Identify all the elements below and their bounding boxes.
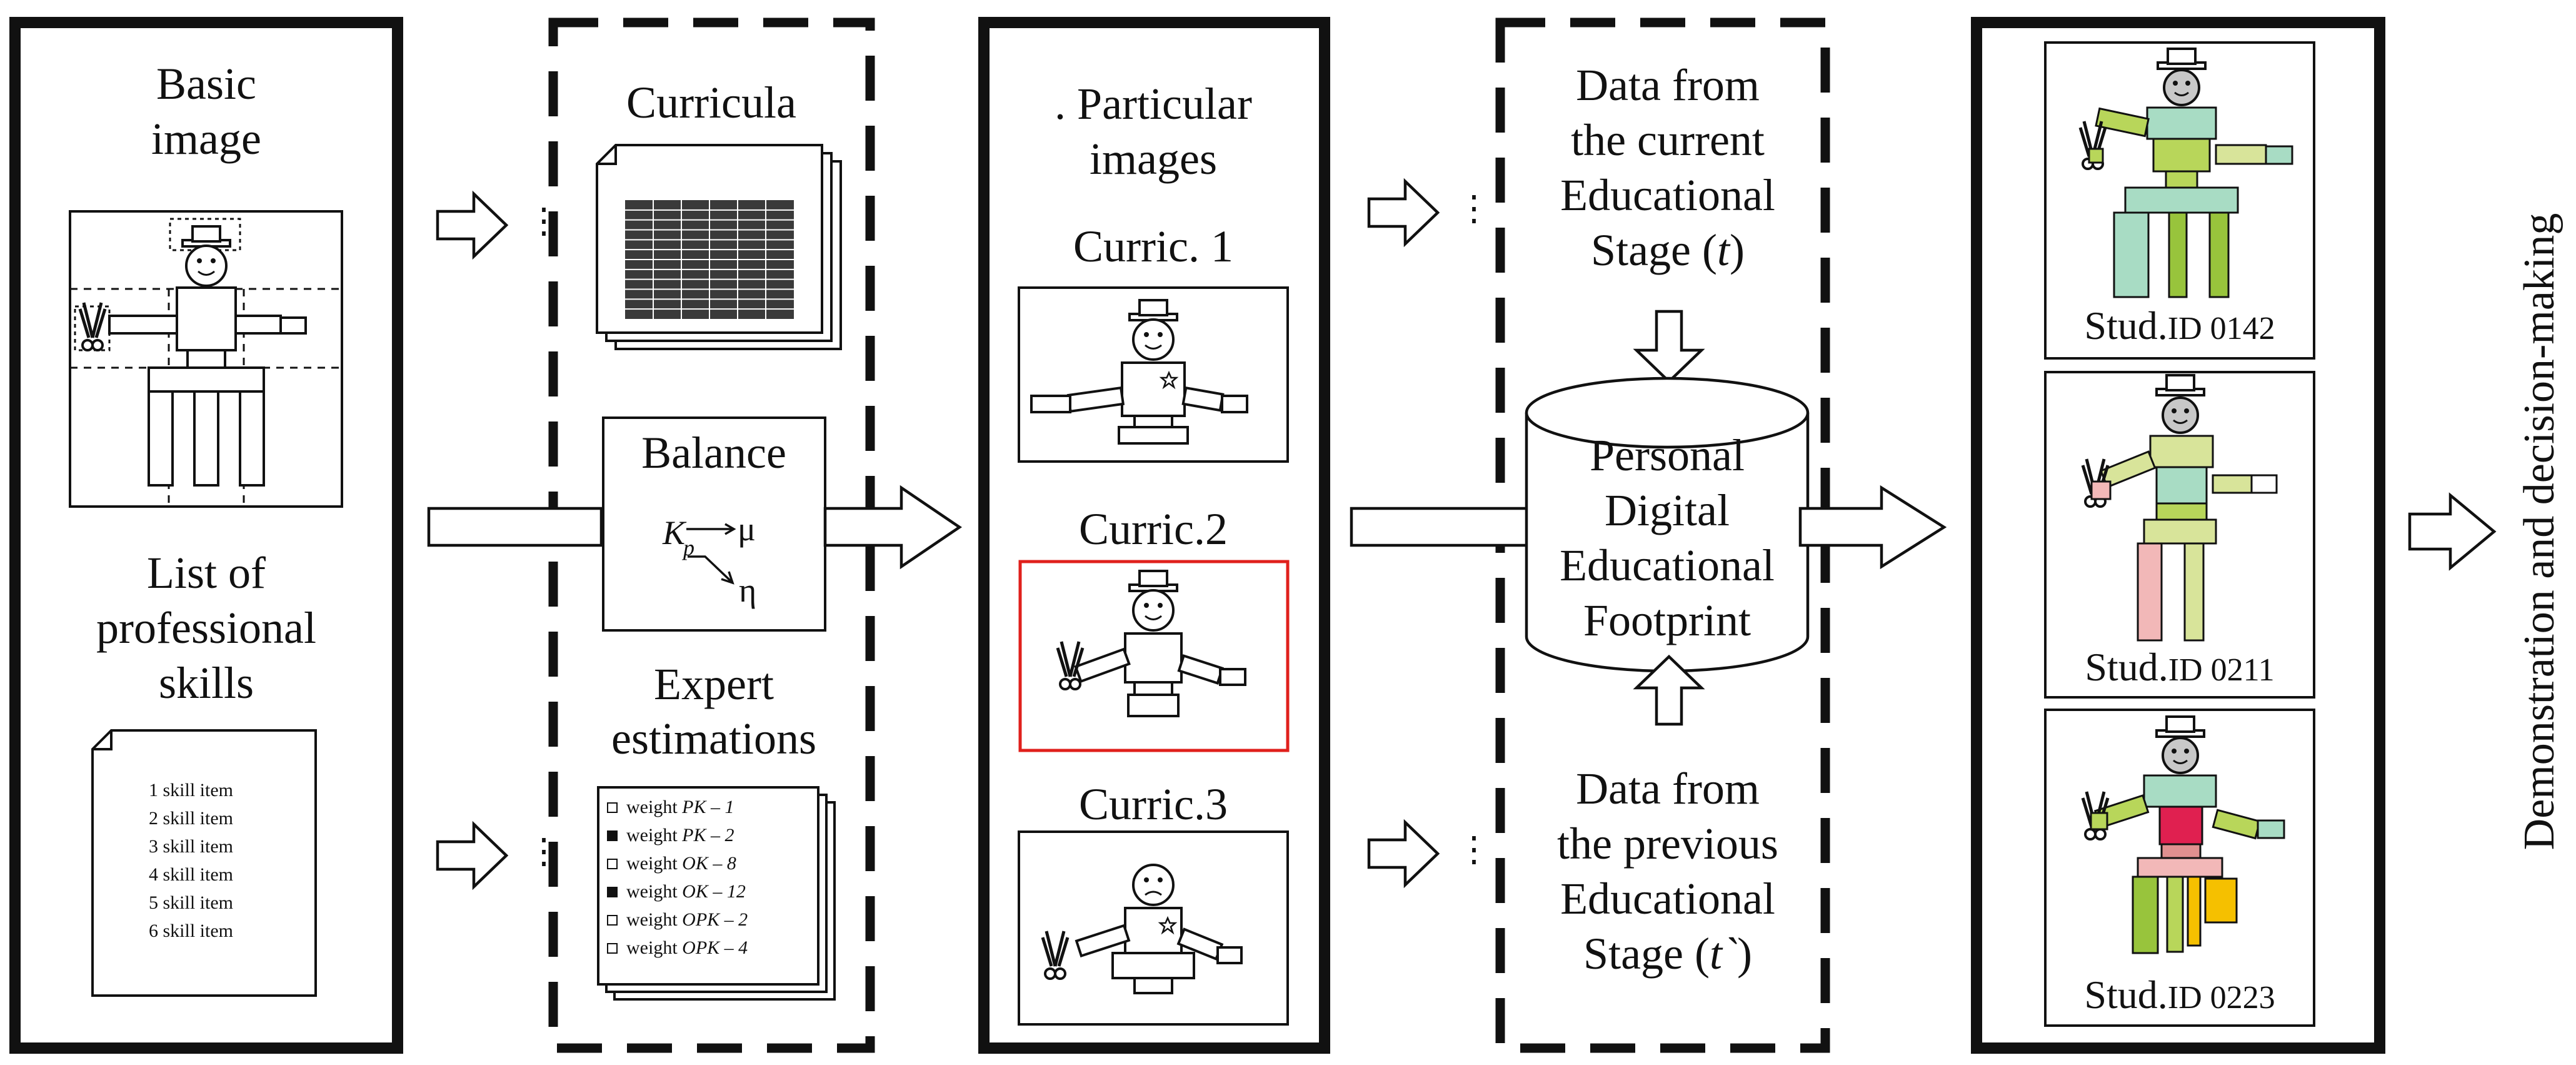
curric-2-label: Curric.2	[1079, 504, 1228, 554]
svg-text:⋮: ⋮	[1456, 830, 1491, 869]
panel-students	[1971, 17, 2385, 1054]
formula-eta: η	[739, 572, 756, 609]
student-label-0142: Stud.ID 0142	[2084, 303, 2275, 348]
db-label-1: Personal	[1590, 430, 1745, 480]
previous-data-line-2: the previous	[1557, 819, 1778, 869]
panel-basic-image	[9, 17, 403, 1054]
db-label-3: Educational	[1560, 540, 1775, 590]
weight-item: weight OK – 12	[626, 881, 746, 902]
skills-document: 1 skill item 2 skill item 3 skill item 4…	[91, 729, 317, 997]
curric-1-image	[1018, 286, 1289, 463]
skills-list-title-3: skills	[159, 658, 254, 708]
weight-item: weight PK – 2	[626, 825, 734, 845]
skill-item: 5 skill item	[149, 892, 233, 913]
skill-item: 4 skill item	[149, 864, 233, 885]
arrow-to-expert: ⋮	[438, 824, 561, 887]
skill-item: 6 skill item	[149, 921, 233, 941]
curric-3-label: Curric.3	[1079, 779, 1228, 829]
arrow-up-into-db	[1633, 654, 1705, 726]
expert-title: Expert	[654, 659, 774, 709]
student-card-0223: Stud.ID 0223	[2044, 709, 2315, 1027]
student-label-0211: Stud.ID 0211	[2085, 645, 2274, 689]
curric-1-label: Curric. 1	[1073, 221, 1233, 271]
balance-title: Balance	[641, 428, 786, 478]
student-card-0142: Stud.ID 0142	[2044, 41, 2315, 360]
weight-checkbox	[607, 830, 618, 841]
student-label-0223: Stud.ID 0223	[2084, 972, 2275, 1017]
basic-image-figure	[69, 210, 343, 508]
particular-images-title: . Particular	[1055, 79, 1252, 129]
weight-checkbox	[607, 859, 618, 869]
basic-image-title: Basic	[156, 59, 256, 109]
svg-text:⋮: ⋮	[526, 202, 561, 241]
balance-box: Balance K p μ η	[602, 416, 826, 632]
formula-mu: μ	[738, 510, 756, 548]
svg-text:⋮: ⋮	[1456, 189, 1491, 228]
current-data-line-1: Data from	[1576, 60, 1760, 110]
student-card-0211: Stud.ID 0211	[2044, 371, 2315, 699]
weight-checkbox	[607, 802, 618, 813]
weight-item: weight OPK – 4	[626, 937, 748, 958]
expert-documents: weight PK – 1 weight PK – 2 weight OK – 8 w…	[597, 786, 836, 1001]
weight-checkbox	[607, 887, 618, 897]
panel-particular-images	[978, 17, 1330, 1054]
svg-text:⋮: ⋮	[526, 832, 561, 871]
weight-item: weight OPK – 2	[626, 909, 748, 930]
skill-item: 2 skill item	[149, 808, 233, 829]
arrow-to-previous-data: ⋮	[1369, 822, 1491, 885]
weight-checkbox	[607, 943, 618, 954]
arrow-main-2	[823, 485, 963, 570]
previous-data-line-1: Data from	[1576, 764, 1760, 814]
skill-item: 1 skill item	[149, 780, 233, 800]
arrow-to-curricula: ⋮	[438, 194, 561, 256]
current-data-line-4: Stage (t)	[1591, 225, 1745, 275]
basic-image-title-2: image	[151, 114, 261, 164]
skills-list-title: List of	[147, 548, 266, 598]
db-label-4: Footprint	[1583, 595, 1751, 645]
weight-checkbox	[607, 915, 618, 926]
weight-item: weight PK – 1	[626, 797, 734, 817]
formula-sub-p: p	[681, 535, 694, 560]
curric-2-image	[1018, 560, 1290, 752]
arrow-main-3	[1350, 507, 1536, 547]
formula-k: K	[662, 514, 687, 552]
current-data-line-3: Educational	[1560, 170, 1775, 220]
expert-title-2: estimations	[611, 714, 816, 764]
previous-data-line-4: Stage (t`)	[1583, 929, 1752, 979]
arrow-main-1	[427, 507, 603, 547]
weight-item: weight OK – 8	[626, 853, 736, 874]
side-label-decision: Demonstration and decision-making	[2515, 213, 2563, 850]
arrow-down-into-db	[1633, 310, 1705, 384]
arrow-main-4	[1798, 485, 1947, 570]
particular-images-title-2: images	[1090, 134, 1217, 184]
previous-data-line-3: Educational	[1560, 874, 1775, 924]
database-cylinder: Personal Digital Educational Footprint	[1525, 376, 1810, 673]
db-label-2: Digital	[1605, 485, 1730, 535]
curricula-documents	[596, 144, 842, 350]
skill-item: 3 skill item	[149, 836, 233, 857]
arrow-to-decision	[2408, 492, 2497, 571]
curric-3-image	[1018, 830, 1289, 1026]
skills-list-title-2: professional	[96, 603, 316, 653]
curricula-title: Curricula	[626, 78, 796, 128]
arrow-to-current-data: ⋮	[1369, 181, 1491, 244]
current-data-line-2: the current	[1571, 115, 1765, 165]
